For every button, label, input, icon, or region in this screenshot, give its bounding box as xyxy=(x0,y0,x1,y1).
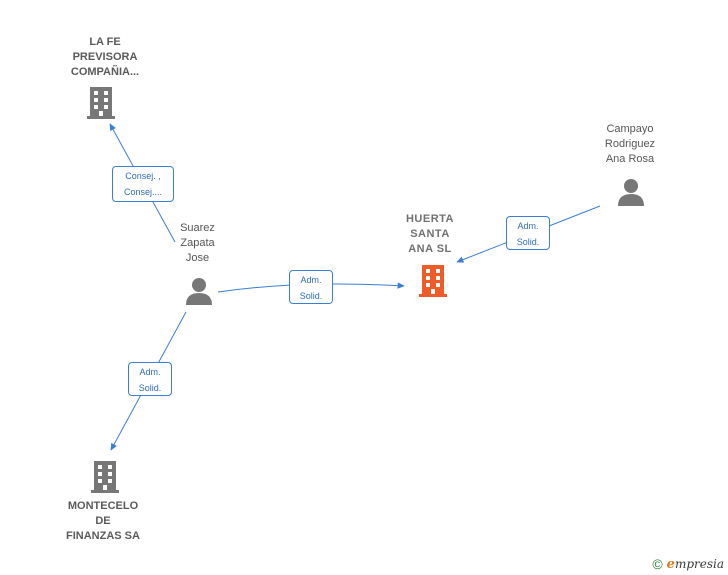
edge-label-campayo-huerta[interactable]: Adm. Solid. xyxy=(506,216,550,250)
building-icon[interactable] xyxy=(89,459,121,495)
person-icon[interactable] xyxy=(184,276,214,306)
edge-label-suarez-lafe[interactable]: Consej. , Consej.... xyxy=(112,166,174,202)
empresia-logo: empresia xyxy=(667,556,724,572)
brand-initial: e xyxy=(666,557,675,572)
footer-brand: © empresia xyxy=(652,556,724,572)
node-label-huerta: HUERTA SANTA ANA SL xyxy=(405,213,454,255)
building-icon[interactable] xyxy=(417,263,449,299)
copyright-icon: © xyxy=(652,556,663,572)
node-label-la-fe: LA FE PREVISORA COMPAÑIA... xyxy=(70,36,140,78)
brand-name: mpresia xyxy=(674,557,724,571)
building-icon[interactable] xyxy=(85,85,117,121)
node-label-montecelo: MONTECELO DE FINANZAS SA xyxy=(66,500,140,542)
edge-label-suarez-huerta[interactable]: Adm. Solid. xyxy=(289,270,333,304)
node-label-suarez: Suarez Zapata Jose xyxy=(180,222,215,264)
edge-label-suarez-montecelo[interactable]: Adm. Solid. xyxy=(128,362,172,396)
person-icon[interactable] xyxy=(616,177,646,207)
node-label-campayo: Campayo Rodriguez Ana Rosa xyxy=(604,123,656,165)
